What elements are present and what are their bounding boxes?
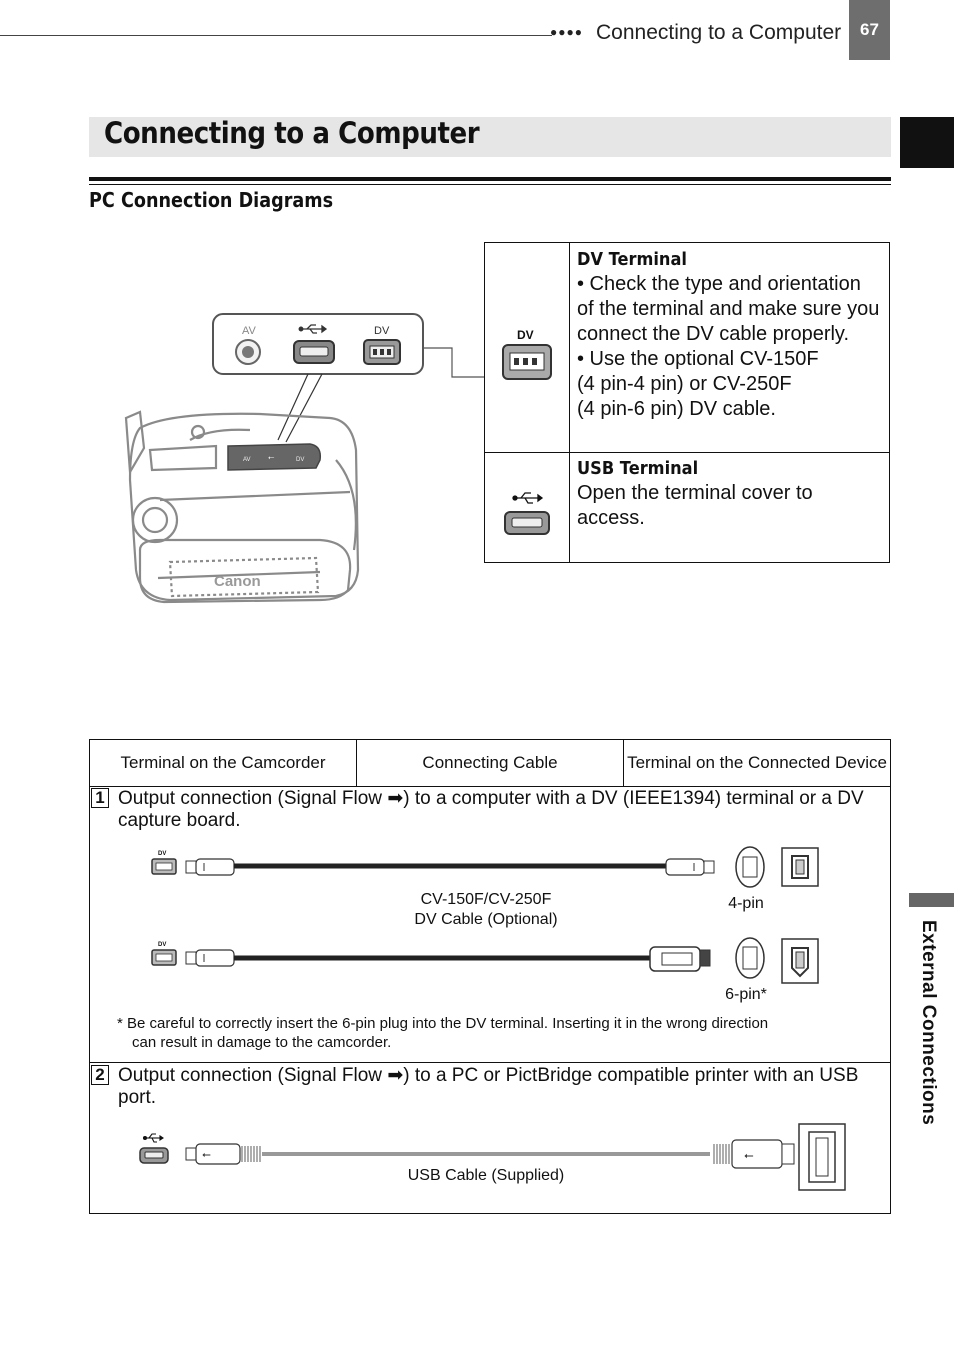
side-tab-label: External Connections [918,920,939,1126]
section-1-number: 1 [91,788,109,808]
dv-terminal-text-2: • Use the optional CV-150F [577,348,819,370]
cover-label-av: AV [243,457,251,463]
header-camcorder-terminal: Terminal on the Camcorder [90,740,357,786]
title-rule-thin [89,184,891,185]
section-2-number: 2 [91,1065,109,1085]
section-divider [90,1062,890,1063]
terminal-panel-callout: AV DV [212,313,424,375]
header-connecting-cable: Connecting Cable [357,740,624,786]
usb-terminal-row: USB Terminal Open the terminal cover to … [485,452,889,562]
terminal-info-table: DV DV Terminal • Check the type and orie… [484,242,890,563]
dv-terminal-icon: DV [502,328,552,380]
dv-cable-diagram: DV CV-150F/CV-250F DV Cable (Optional) 4… [151,846,819,1003]
usb-terminal-heading: USB Terminal [577,458,699,479]
dv-cable-caption-2: DV Cable (Optional) [414,911,557,928]
dv-terminal-row: DV DV Terminal • Check the type and orie… [485,243,889,453]
cover-label-dv: DV [296,457,304,463]
camcorder-terminal-cover: AV DV ⭠ [227,443,322,471]
header-rule [0,35,552,36]
svg-text:⭠: ⭠ [268,453,275,462]
camcorder-body [124,410,360,604]
usb-symbol-icon [298,324,328,334]
page-number: 67 [849,0,890,60]
connection-table: Terminal on the Camcorder Connecting Cab… [89,739,891,1214]
dv-cable-caption-1: CV-150F/CV-250F [421,891,552,908]
dv-cable-6pin: DV [151,937,819,984]
dv-terminal-text-1: • Check the type and orientation of the … [577,273,880,345]
header-device-terminal: Terminal on the Connected Device [627,753,887,772]
panel-label-av: AV [242,325,257,337]
section-1-text: Output connection (Signal Flow ➡) to a c… [118,788,864,831]
six-pin-warning-note: * Be careful to correctly insert the 6-p… [117,1015,769,1051]
title-band [89,117,891,157]
pin-4-label: 4-pin [728,895,764,912]
camcorder-dv-label-2: DV [158,942,166,948]
dv-port-icon [363,339,401,365]
usb-terminal-text: Open the terminal cover to access. [577,482,813,529]
running-title: Connecting to a Computer [596,21,842,44]
title-rule-thick [89,177,891,181]
page-title: Connecting to a Computer [104,116,480,150]
section-2-text: Output connection (Signal Flow ➡) to a P… [118,1065,859,1108]
signal-flow-arrow-icon: ➡ [387,788,404,809]
header-dots: ●●●● [550,25,583,39]
camcorder-dv-label-1: DV [158,851,166,857]
chapter-marker [900,117,954,168]
camera-brand-logo: Canon [214,573,261,590]
signal-flow-arrow-icon: ➡ [387,1065,404,1086]
connection-table-header: Terminal on the Camcorder Connecting Cab… [90,740,890,787]
dv-terminal-text-4: (4 pin-6 pin) DV cable. [577,398,776,420]
dv-cable-4pin: DV [151,846,819,888]
camcorder-illustration: AV DV [124,313,484,604]
dv-terminal-text-3: (4 pin-4 pin) or CV-250F [577,373,792,395]
usb-symbol-icon [142,1133,164,1143]
section-marker [909,893,954,907]
usb-cable-diagram: ⭠ ⭠ USB Cable (Supplied) [139,1123,846,1191]
dv-terminal-heading: DV Terminal [577,249,687,270]
usb-port-icon [293,340,335,364]
svg-text:⭠: ⭠ [202,1149,211,1161]
usb-cable-caption: USB Cable (Supplied) [408,1167,565,1184]
section-subtitle: PC Connection Diagrams [89,188,334,212]
pin-6-label: 6-pin* [725,986,767,1003]
dv-icon-label: DV [517,328,534,342]
usb-terminal-icon [504,492,550,535]
panel-label-dv: DV [374,325,390,337]
svg-text:⭠: ⭠ [744,1148,754,1162]
